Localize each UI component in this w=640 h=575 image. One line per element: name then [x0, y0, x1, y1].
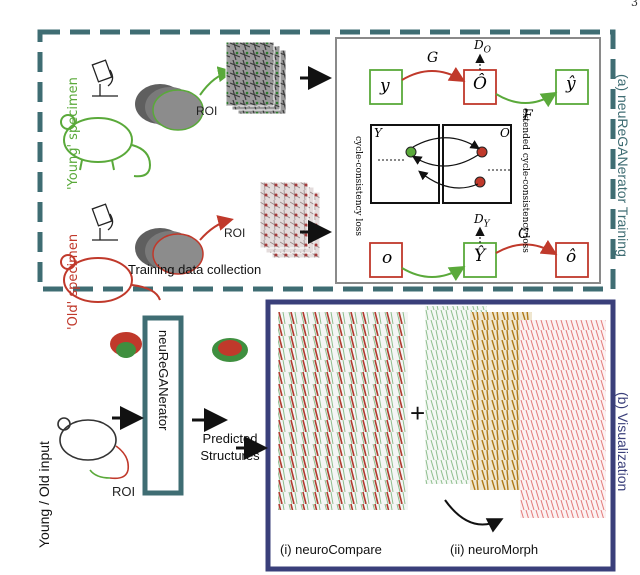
neuromorph-label: (ii) neuroMorph [450, 542, 539, 557]
morph-arrow [444, 499, 504, 533]
node-o-hat2-box [555, 242, 589, 278]
mouse-icon-input [57, 417, 130, 480]
mouse-icon-young [60, 114, 152, 178]
roi-label-young: ROI [196, 104, 218, 118]
node-y-box [369, 69, 403, 105]
old-specimen-label: 'Old' specimen [66, 233, 81, 330]
microscope-icon-young [91, 59, 118, 97]
training-data-caption: Training data collection [128, 262, 262, 277]
arrow-G-bottom [495, 239, 558, 256]
young-specimen-label: 'Young' specimen [66, 77, 81, 190]
input-label: Young / Old input [36, 441, 52, 548]
mouse-icon-old [60, 254, 161, 303]
brain-icon-input [110, 332, 142, 358]
disc-y-letter: D [474, 212, 484, 226]
node-y-hat-label: ŷ [566, 74, 576, 94]
neuromorph-image [425, 306, 606, 518]
disc-o-label: DO [474, 38, 491, 55]
node-y-hat-box [555, 69, 589, 105]
arrow-F-bottom [401, 265, 466, 282]
brain-icon-predicted [212, 338, 248, 362]
arrow-F-top [495, 91, 558, 108]
arrow-G-top [401, 66, 466, 83]
domain-o-label-top: O [500, 126, 510, 140]
model-name-label: neuReGANerator [156, 330, 171, 431]
domain-box-y-top [370, 124, 440, 204]
section-a-label: (a) neuReGANerator Training [615, 74, 631, 257]
domain-box-o-top [442, 124, 512, 204]
node-o-hat-label: Ô [473, 74, 487, 94]
node-o-label: o [382, 248, 393, 268]
arrow-G-bottom-label: G [518, 226, 530, 242]
arrow-G-top-label: G [427, 50, 439, 66]
microscope-icon-old [91, 203, 118, 241]
neurocompare-image [278, 312, 408, 510]
roi-label-old: ROI [224, 226, 246, 240]
node-o-hat2-label: ô [566, 247, 577, 267]
disc-y-label: DY [474, 212, 490, 229]
image-stack-young [225, 41, 287, 115]
page-number: 3 [631, 0, 638, 9]
model-box [142, 315, 184, 496]
point-young-top [405, 146, 417, 158]
node-Y-hat-label: Ŷ [474, 246, 486, 266]
gan-frame [335, 37, 601, 284]
roi-arrow-old [199, 215, 234, 241]
section-b-label: (b) Visualization [615, 392, 631, 492]
domain-y-label-top: Y [374, 126, 382, 140]
roi-label-input: ROI [112, 484, 136, 499]
node-o-box [369, 242, 403, 278]
disc-o-letter: D [474, 38, 484, 52]
node-y-label: y [380, 76, 390, 96]
point-old-top [476, 146, 488, 158]
visualization-frame [265, 299, 616, 572]
disc-y-sub: Y [483, 219, 490, 230]
neurocompare-label: (i) neuroCompare [280, 542, 382, 557]
disc-o-sub: O [483, 45, 492, 56]
brain-slices-young [135, 84, 204, 131]
predicted-structures-label: Predicted Structures [200, 431, 260, 463]
cycle-loss-label-top: cycle-consistency loss [353, 136, 363, 237]
node-Y-hat-box [463, 242, 497, 278]
training-frame [37, 29, 616, 292]
plus-sign: + [410, 398, 426, 428]
brain-slices-old [135, 228, 204, 275]
arrow-F-top-label: F [523, 108, 533, 124]
